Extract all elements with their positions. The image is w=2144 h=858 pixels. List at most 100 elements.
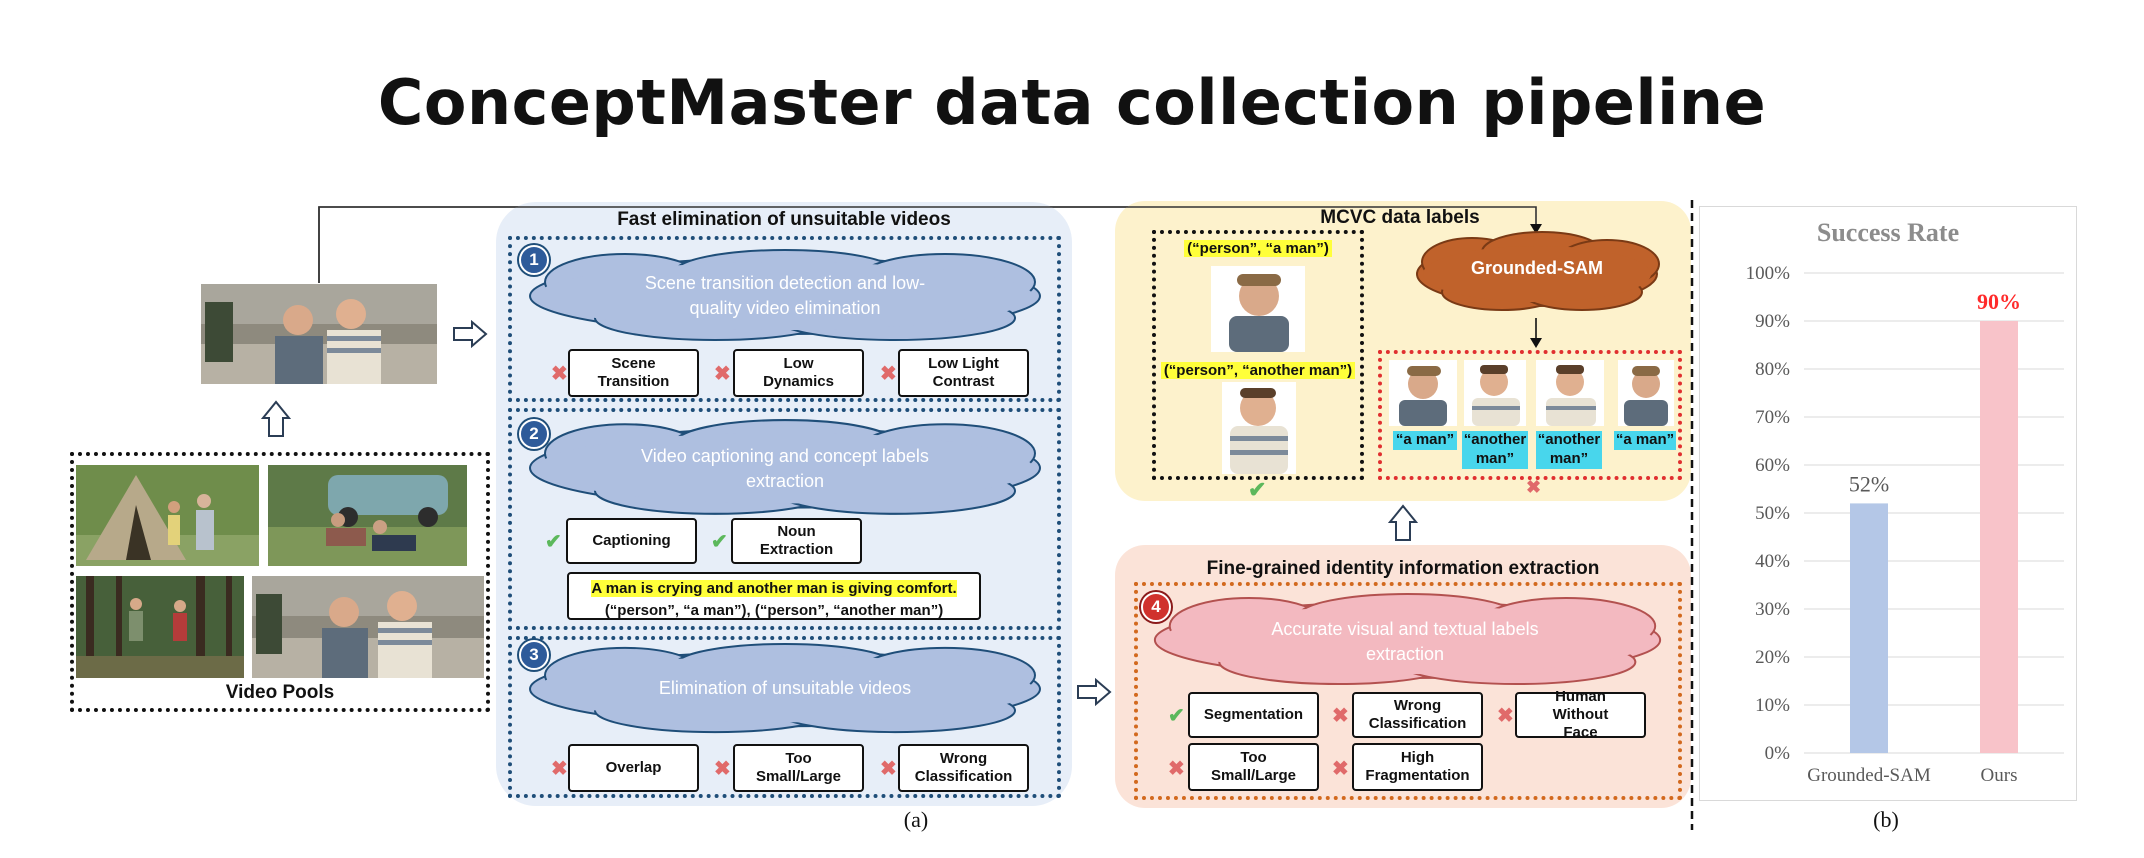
step3-cloud-shape — [529, 642, 1041, 734]
segment-crop-3 — [1536, 360, 1604, 426]
segment-crop-4 — [1618, 360, 1674, 426]
step2-box — [508, 408, 1061, 630]
step2-cloud-shape — [529, 419, 1041, 515]
check-icon: ✔ — [1168, 705, 1185, 727]
step4-cloud-shape — [1153, 593, 1662, 685]
cross-icon: ✖ — [880, 758, 897, 780]
cross-icon: ✖ — [1526, 477, 1542, 497]
cross-icon: ✖ — [714, 758, 731, 780]
arrow-right-icon — [453, 320, 488, 348]
y-tick-label: 20% — [1755, 647, 1790, 668]
y-tick-label: 30% — [1755, 599, 1790, 620]
y-tick-label: 80% — [1755, 359, 1790, 380]
tag-low-dynamics: Low Dynamics — [733, 349, 864, 397]
y-tick-label: 0% — [1765, 743, 1791, 764]
tag-wrong-classification: Wrong Classification — [1352, 692, 1483, 738]
fine-grained-box — [1134, 582, 1682, 800]
step3-number-badge: 3 — [519, 640, 549, 670]
step3-cloud-text: Elimination of unsuitable videos — [658, 678, 912, 699]
step3-box — [508, 636, 1061, 798]
y-tick-label: 60% — [1755, 455, 1790, 476]
fast-elimination-title: Fast elimination of unsuitable videos — [617, 209, 951, 230]
y-tick-label: 100% — [1746, 263, 1791, 284]
page-title: ConceptMaster data collection pipeline — [377, 66, 1767, 139]
tag-too-small-large: Too Small/Large — [733, 744, 864, 792]
tag-scene-transition: Scene Transition — [568, 349, 699, 397]
y-tick-label: 40% — [1755, 551, 1790, 572]
tag-captioning: Captioning — [566, 518, 697, 564]
arrow-right-icon — [1077, 678, 1112, 706]
tag-overlap: Overlap — [568, 744, 699, 792]
tag-high-fragmentation: High Fragmentation — [1352, 743, 1483, 791]
segment-label-3: “another man” — [1536, 431, 1602, 469]
segment-crop-1 — [1389, 360, 1457, 426]
x-tick-label: Ours — [1981, 765, 2018, 786]
check-icon: ✔ — [1248, 477, 1267, 502]
tag-wrong-classification: Wrong Classification — [898, 744, 1029, 792]
cross-icon: ✖ — [880, 363, 897, 385]
y-tick-label: 10% — [1755, 695, 1790, 716]
cross-icon: ✖ — [714, 363, 731, 385]
check-icon: ✔ — [545, 531, 562, 553]
step2-cloud-text: Video captioning and concept labels extr… — [641, 445, 929, 491]
y-tick-label: 90% — [1755, 311, 1790, 332]
data-label: 52% — [1849, 471, 1889, 496]
step1-cloud-text: Scene transition detection and low-quali… — [644, 272, 926, 318]
video-pools-box — [70, 452, 490, 712]
tag-segmentation: Segmentation — [1188, 692, 1319, 738]
caption-text-box: A man is crying and another man is givin… — [567, 572, 981, 620]
bar — [1980, 321, 2018, 753]
caption-sentence: A man is crying and another man is givin… — [591, 580, 957, 597]
video-pool-thumbnail-tent — [76, 465, 259, 566]
caption-concept-labels: (“person”, “a man”), (“person”, “another… — [604, 601, 944, 619]
segment-label-1: “a man” — [1393, 431, 1457, 450]
cross-icon: ✖ — [1168, 758, 1185, 780]
step2-number-badge: 2 — [519, 419, 549, 449]
cross-icon: ✖ — [1497, 705, 1514, 727]
video-pools-label: Video Pools — [225, 682, 335, 703]
label-person-a-man: (“person”, “a man”) — [1184, 240, 1332, 257]
cross-icon: ✖ — [1332, 705, 1349, 727]
bar — [1850, 503, 1888, 753]
video-pool-thumbnail-couch — [252, 576, 484, 678]
x-tick-label: Grounded-SAM — [1807, 765, 1931, 786]
tag-human-without-face: Human Without Face — [1515, 688, 1646, 741]
panel-label-b: (b) — [1873, 807, 1899, 832]
step4-cloud-text: Accurate visual and textual labels extra… — [1271, 618, 1539, 664]
data-label: 90% — [1977, 289, 2021, 314]
arrow-down-icon — [1530, 318, 1542, 348]
fine-grained-title: Fine-grained identity information extrac… — [1206, 558, 1600, 579]
segment-label-2: “another man” — [1462, 431, 1528, 469]
person-a-man-crop — [1211, 266, 1305, 352]
grounded-sam-cloud-shape — [1416, 231, 1660, 311]
label-a-container: (“person”, “a man”) — [1152, 240, 1364, 258]
mcvc-segment-box — [1378, 350, 1682, 480]
y-tick-label: 50% — [1755, 503, 1790, 524]
tag-low-light-contrast: Low Light Contrast — [898, 349, 1029, 397]
arrow-up-icon — [1388, 504, 1418, 541]
label-b-container: (“person”, “another man”) — [1152, 362, 1364, 380]
y-tick-label: 70% — [1755, 407, 1790, 428]
cross-icon: ✖ — [1332, 758, 1349, 780]
video-pool-thumbnail-forest — [76, 576, 244, 678]
success-rate-chart: 0% 10% 20% 30% 40% 50% 60% 70% 80% 90% 100% 52% Grou… — [1746, 263, 2064, 786]
video-frame-thumbnail — [201, 284, 437, 384]
person-another-man-crop — [1222, 382, 1296, 474]
panel-label-a: (a) — [903, 807, 929, 832]
tag-noun-extraction: Noun Extraction — [731, 518, 862, 564]
segment-crop-2 — [1464, 360, 1526, 426]
video-pool-thumbnail-car — [268, 465, 467, 566]
check-icon: ✔ — [711, 531, 728, 553]
mcvc-title: MCVC data labels — [1320, 207, 1480, 228]
label-person-another-man: (“person”, “another man”) — [1160, 362, 1356, 379]
step4-number-badge: 4 — [1141, 592, 1171, 622]
segment-label-4: “a man” — [1614, 431, 1676, 450]
grounded-sam-label: Grounded-SAM — [1471, 258, 1603, 278]
chart-title: Success Rate — [1816, 218, 1960, 247]
arrow-up-icon — [261, 400, 291, 437]
panel-divider — [1690, 200, 1694, 830]
cross-icon: ✖ — [551, 363, 568, 385]
tag-too-small-large: Too Small/Large — [1188, 743, 1319, 791]
cross-icon: ✖ — [551, 758, 568, 780]
mcvc-labels-box — [1152, 230, 1364, 480]
